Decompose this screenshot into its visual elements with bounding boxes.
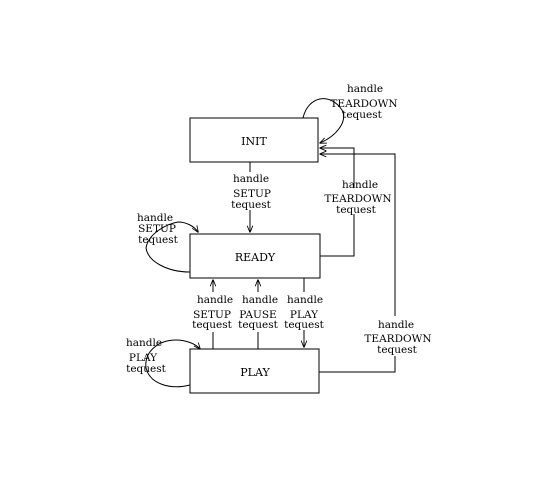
play-pause-label-1: handle [242, 294, 278, 306]
ready-self-label-2: SETUP [138, 223, 176, 235]
ready-to-init-arrow [320, 148, 355, 188]
play-to-init-line [319, 356, 396, 373]
init-self-label-2: TEARDOWN [330, 98, 397, 110]
transition-init-self-teardown: handle TEARDOWN tequest [302, 83, 398, 143]
init-state-box [189, 117, 319, 163]
play-pause-label-3: tequest [238, 319, 279, 331]
play-to-init-label-1: handle [378, 319, 414, 331]
ready-to-play-label-3: tequest [284, 319, 325, 331]
ready-to-init-label-3: tequest [336, 204, 377, 216]
ready-state-box [189, 233, 321, 279]
ready-self-label-1: handle [137, 212, 173, 224]
transition-ready-to-play-play: handle PLAY tequest [284, 278, 325, 347]
ready-to-init-line [320, 214, 355, 257]
play-state-box [189, 348, 320, 394]
init-to-ready-label-1: handle [233, 173, 269, 185]
play-to-init-arrow [320, 154, 396, 316]
transition-init-to-ready-setup: handle SETUP tequest [231, 162, 272, 232]
init-self-label-3: tequest [342, 109, 383, 121]
ready-state: READY [189, 233, 321, 279]
transition-ready-self-setup: handle SETUP tequest [137, 212, 198, 273]
play-to-init-label-2: TEARDOWN [364, 333, 431, 345]
ready-state-label: READY [235, 251, 276, 264]
play-self-loop-arrow [145, 339, 200, 388]
init-state: INIT [189, 117, 319, 163]
transition-play-to-ready-setup: handle SETUP tequest [192, 280, 233, 349]
init-self-loop-arrow [302, 98, 344, 143]
transition-play-self-play: handle PLAY tequest [126, 337, 200, 388]
init-self-label-1: handle [347, 83, 383, 95]
ready-to-init-label-1: handle [342, 179, 378, 191]
ready-self-loop-arrow [145, 221, 198, 273]
play-state-label: PLAY [240, 366, 270, 379]
play-self-label-3: tequest [126, 363, 167, 375]
ready-to-play-label-2: PLAY [290, 309, 319, 321]
transition-ready-to-init-teardown: handle TEARDOWN tequest [320, 148, 392, 257]
transition-play-to-init-teardown: handle TEARDOWN tequest [319, 154, 432, 373]
play-to-init-label-3: tequest [377, 344, 418, 356]
init-state-label: INIT [241, 135, 267, 148]
ready-to-play-label-1: handle [287, 294, 323, 306]
ready-to-init-label-2: TEARDOWN [324, 193, 391, 205]
play-state: PLAY [189, 348, 320, 394]
play-setup-label-1: handle [197, 294, 233, 306]
play-setup-label-2: SETUP [193, 309, 231, 321]
play-self-label-1: handle [126, 337, 162, 349]
ready-self-label-3: tequest [138, 234, 179, 246]
play-setup-label-3: tequest [192, 319, 233, 331]
init-to-ready-label-2: SETUP [233, 188, 271, 200]
play-pause-label-2: PAUSE [239, 309, 276, 321]
play-self-label-2: PLAY [129, 352, 158, 364]
transition-play-to-ready-pause: handle PAUSE tequest [238, 280, 279, 349]
init-to-ready-label-3: tequest [231, 199, 272, 211]
